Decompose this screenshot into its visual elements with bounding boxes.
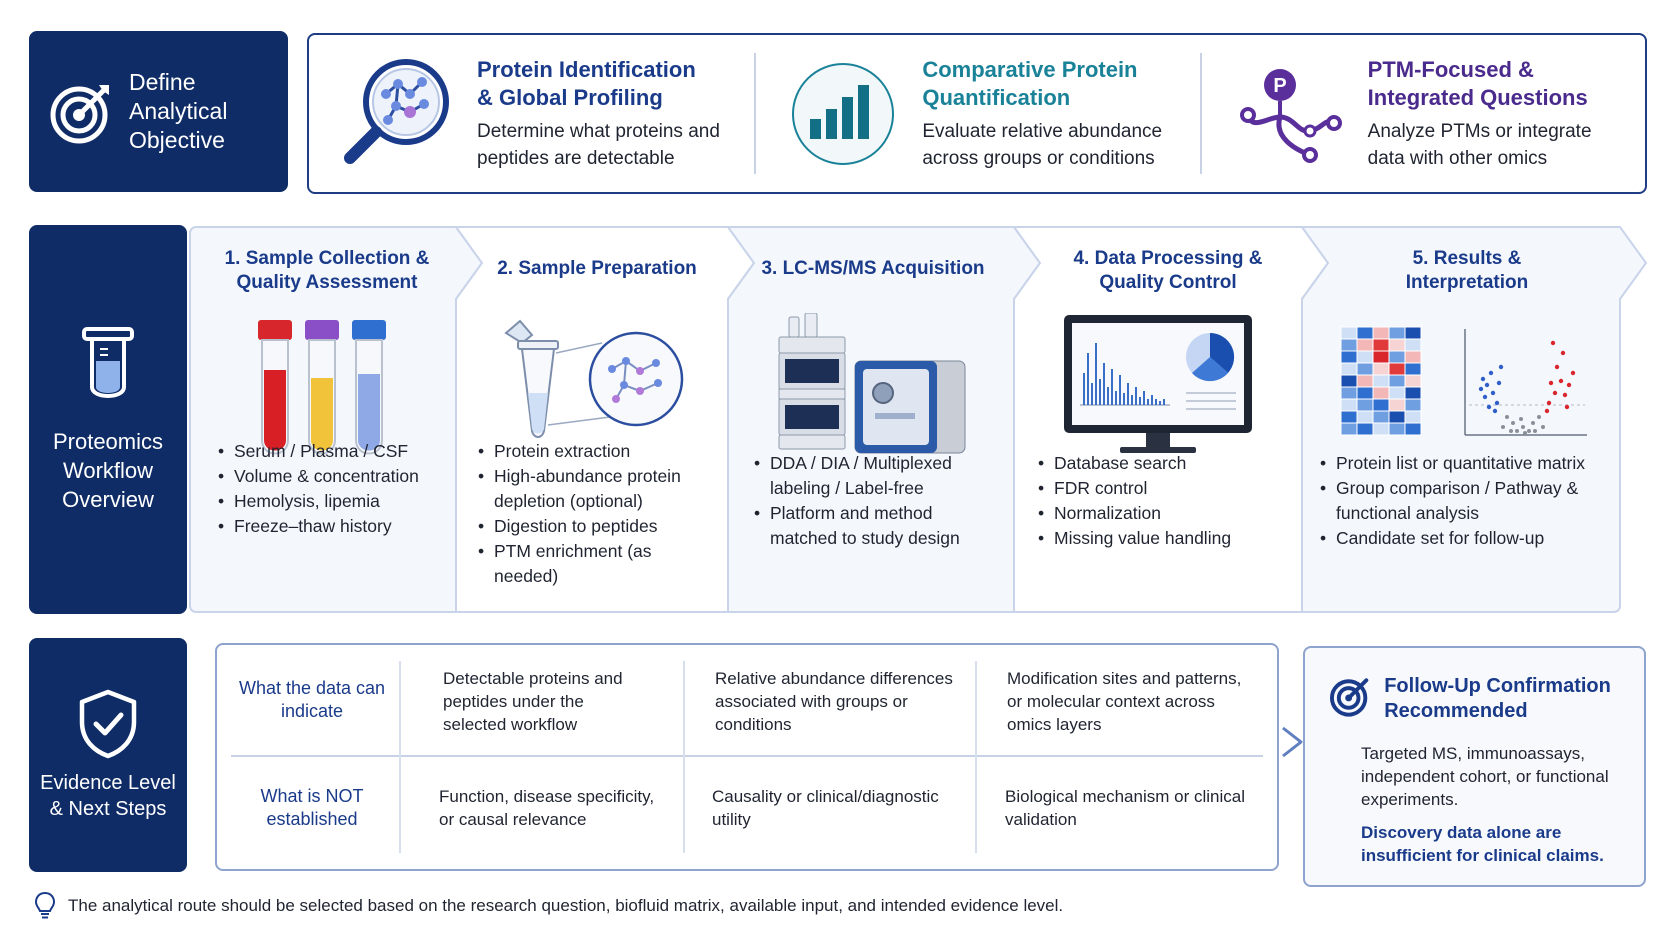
step-title: 1. Sample Collection & Quality Assessmen…: [224, 248, 430, 293]
workflow-step-1: 1. Sample Collection & Quality Assessmen…: [188, 225, 456, 614]
bullet: Platform and method matched to study des…: [754, 501, 1004, 551]
objective-ptm: P PTM-Focused & Integrated Questions Ana…: [1199, 35, 1645, 192]
evidence-label: Evidence Level & Next Steps: [40, 772, 176, 820]
objective-title: PTM-Focused & Integrated Questions: [1367, 56, 1588, 110]
heatmap-volcano-icon: [1340, 326, 1587, 436]
column-divider: [683, 661, 685, 853]
step-title: 3. LC-MS/MS Acquisition: [761, 258, 985, 279]
bullet: Missing value handling: [1038, 526, 1292, 551]
bullet: PTM enrichment (as needed): [478, 539, 718, 589]
step-bullets: Protein extraction High-abundance protei…: [478, 439, 718, 589]
bullet: DDA / DIA / Multiplexed labeling / Label…: [754, 451, 1004, 501]
step-bullets: Serum / Plasma / CSF Volume & concentrat…: [218, 439, 446, 539]
table-cell: Function, disease specificity, or causal…: [439, 787, 655, 829]
objective-desc: Determine what proteins and peptides are…: [477, 120, 720, 169]
bullet: Database search: [1038, 451, 1292, 476]
objective-label: Define Analytical Objective: [129, 69, 228, 153]
table-cell: Relative abundance differences associate…: [715, 669, 953, 734]
phospho-icon: P: [1239, 68, 1342, 163]
bullet: Serum / Plasma / CSF: [218, 439, 446, 464]
bullet: Protein list or quantitative matrix: [1320, 451, 1632, 476]
workflow-step-3: 3. LC-MS/MS Acquisition DDA / DIA / Mul: [728, 225, 1014, 614]
followup-box: Follow-Up Confirmation Recommended Targe…: [1303, 646, 1646, 887]
table-cell: Biological mechanism or clinical validat…: [1005, 787, 1245, 829]
bullet: Group comparison / Pathway & functional …: [1320, 476, 1580, 526]
workflow-step-2: 2. Sample Preparation Protein ext: [456, 225, 728, 614]
column-divider: [975, 661, 977, 853]
step-bullets: Database search FDR control Normalizatio…: [1038, 451, 1292, 551]
bullet: Candidate set for follow-up: [1320, 526, 1632, 551]
table-cell: Modification sites and patterns, or mole…: [1007, 669, 1242, 734]
monitor-icon: [1064, 314, 1252, 453]
column-divider: [399, 661, 401, 853]
svg-text:P: P: [1273, 75, 1286, 97]
workflow-label-box: Proteomics Workflow Overview: [29, 225, 187, 614]
lc-ms-instrument-icon: [778, 312, 966, 453]
objective-desc: Evaluate relative abundance across group…: [922, 120, 1163, 169]
objective-title: Protein Identification & Global Profilin…: [477, 56, 696, 110]
shield-check-icon: [79, 689, 137, 759]
bullet: Normalization: [1038, 501, 1292, 526]
tube-icon: [82, 327, 134, 398]
target-arrow-icon: [50, 84, 109, 143]
bar-chart-icon: [792, 62, 895, 165]
workflow-step-5: 5. Results & Interpretation: [1302, 225, 1632, 614]
evidence-table: What the data can indicate Detectable pr…: [215, 643, 1279, 871]
bullet: FDR control: [1038, 476, 1292, 501]
step-title: 4. Data Processing & Quality Control: [1073, 248, 1263, 293]
objective-quantification: Comparative Protein Quantification Evalu…: [754, 35, 1199, 192]
bullet: Volume & concentration: [218, 464, 446, 489]
lightbulb-icon: [34, 891, 56, 919]
objective-title: Comparative Protein Quantification: [922, 56, 1138, 110]
step-title: 5. Results & Interpretation: [1405, 248, 1529, 293]
followup-text: Targeted MS, immunoassays, independent c…: [1361, 744, 1609, 809]
footnote: The analytical route should be selected …: [34, 891, 1063, 921]
row-header-indicate: What the data can indicate: [238, 678, 386, 721]
objective-desc: Analyze PTMs or integrate data with othe…: [1367, 120, 1592, 169]
bullet: Protein extraction: [478, 439, 718, 464]
magnifier-network-icon: [344, 58, 449, 164]
table-divider: [231, 755, 1263, 757]
footnote-text: The analytical route should be selected …: [68, 896, 1064, 915]
step-title: 2. Sample Preparation: [497, 258, 697, 279]
blood-tubes-icon: [258, 319, 386, 454]
objective-label-box: Define Analytical Objective: [29, 31, 288, 192]
bullet: Digestion to peptides: [478, 514, 718, 539]
bullet: High-abundance protein depletion (option…: [478, 464, 718, 514]
row-header-not-established: What is NOT established: [260, 786, 364, 829]
objective-panel: Protein Identification & Global Profilin…: [307, 33, 1647, 194]
step-bullets: Protein list or quantitative matrix Grou…: [1320, 451, 1632, 551]
workflow-label: Proteomics Workflow Overview: [52, 429, 164, 512]
evidence-label-box: Evidence Level & Next Steps: [29, 638, 187, 872]
target-icon: [1329, 678, 1369, 717]
objective-identification: Protein Identification & Global Profilin…: [309, 35, 754, 192]
table-cell: Detectable proteins and peptides under t…: [443, 669, 623, 734]
workflow-step-4: 4. Data Processing & Quality Control: [1014, 225, 1302, 614]
eppendorf-tube-icon: [504, 319, 684, 438]
bullet: Hemolysis, lipemia: [218, 489, 446, 514]
followup-title: Follow-Up Confirmation Recommended: [1384, 675, 1611, 722]
table-cell: Causality or clinical/diagnostic utility: [712, 787, 939, 829]
workflow-panel: 1. Sample Collection & Quality Assessmen…: [188, 225, 1648, 614]
bullet: Freeze–thaw history: [218, 514, 446, 539]
arrow-right-icon: [1282, 726, 1303, 758]
step-bullets: DDA / DIA / Multiplexed labeling / Label…: [754, 451, 1004, 551]
followup-warning: Discovery data alone are insufficient fo…: [1361, 823, 1604, 865]
